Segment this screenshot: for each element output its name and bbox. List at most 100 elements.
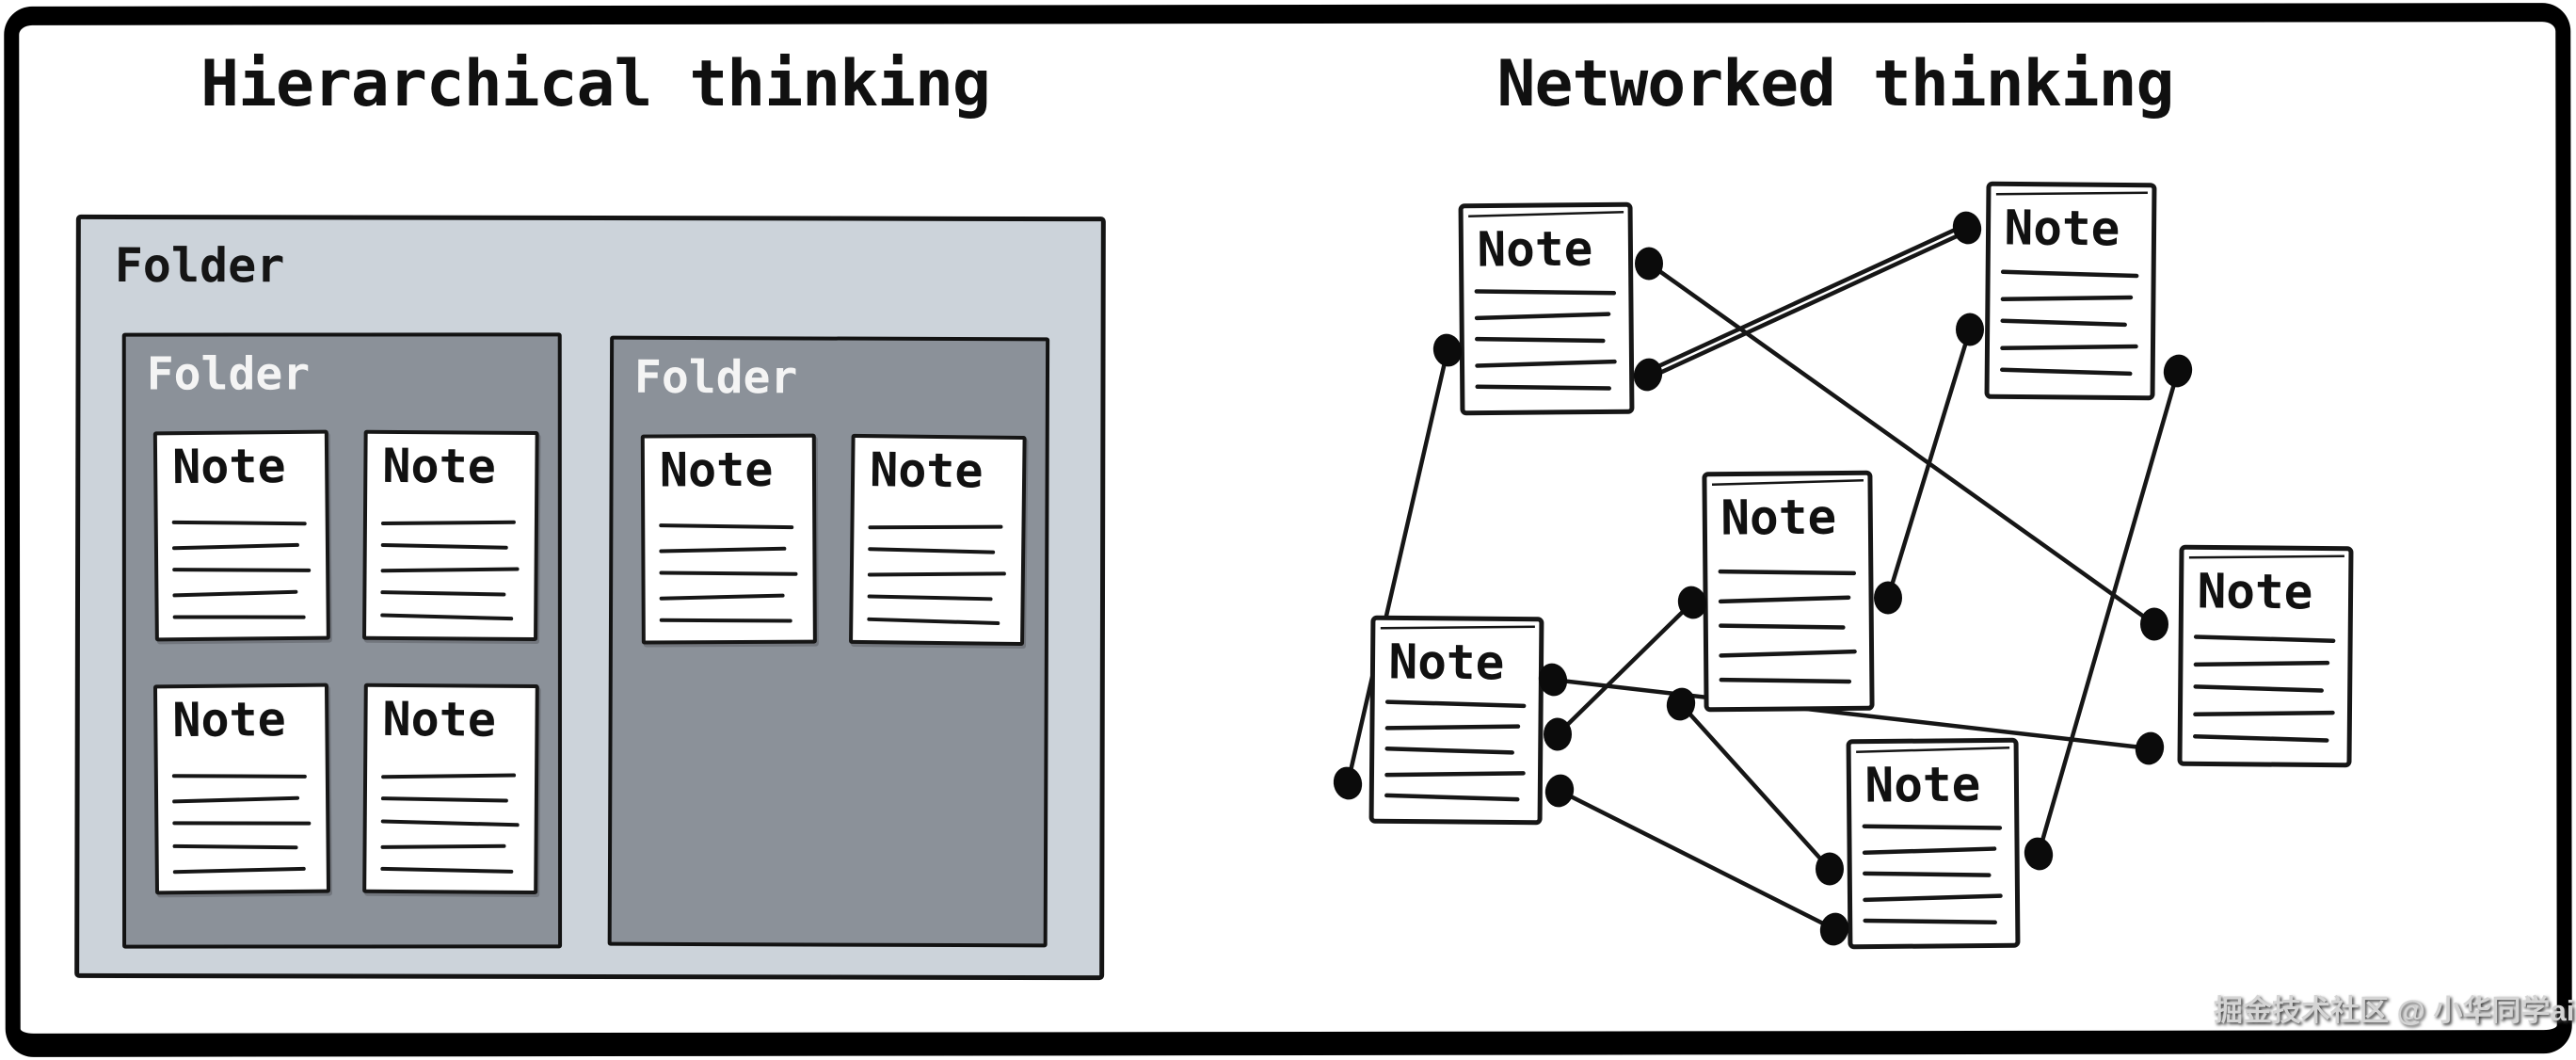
link-line bbox=[1345, 347, 1450, 786]
sketch-stroke bbox=[1711, 479, 1864, 486]
link-dot bbox=[1633, 358, 1663, 392]
note-rule-line bbox=[379, 590, 505, 597]
note-card: Note bbox=[640, 433, 817, 645]
link-line bbox=[2036, 368, 2181, 857]
note-rule-line bbox=[1475, 359, 1617, 368]
link-line bbox=[1647, 228, 1971, 380]
note-rule-line bbox=[380, 843, 506, 849]
note-title: Note bbox=[1477, 222, 1592, 279]
note-rule-line bbox=[380, 520, 516, 525]
note-rule-line bbox=[171, 589, 297, 598]
note-rule-line bbox=[1718, 595, 1851, 604]
note-rule-line bbox=[2193, 634, 2336, 643]
note-title: Note bbox=[381, 438, 496, 494]
note-rule-line bbox=[1719, 649, 1857, 658]
link-line bbox=[1555, 600, 1695, 737]
note-title: Note bbox=[2197, 564, 2312, 620]
note-rule-line bbox=[172, 843, 298, 850]
note-rule-line bbox=[171, 520, 307, 526]
note-rule-line bbox=[380, 542, 508, 550]
note-rule-line bbox=[1862, 824, 2003, 830]
note-rule-line bbox=[2000, 295, 2134, 302]
link-line bbox=[1678, 701, 1832, 872]
note-card: Note bbox=[1702, 470, 1875, 713]
subfolder-right-label: Folder bbox=[633, 350, 798, 405]
sketch-stroke bbox=[1468, 211, 1624, 217]
note-rule-line bbox=[171, 774, 307, 779]
note-rule-line bbox=[172, 866, 306, 875]
note-rule-line bbox=[379, 613, 513, 621]
note-rule-line bbox=[380, 567, 520, 573]
note-title: Note bbox=[1720, 490, 1836, 547]
note-rule-line bbox=[1863, 871, 1992, 877]
link-dot bbox=[1816, 852, 1844, 886]
watermark: 掘金技术社区 @ 小华同学ai bbox=[2214, 994, 2575, 1027]
subfolder-right-notes: Note Note bbox=[612, 433, 1046, 944]
link-dot bbox=[2135, 731, 2165, 765]
link-dot bbox=[1635, 247, 1663, 281]
note-rule-line bbox=[1863, 893, 2003, 903]
note-rule-line bbox=[1474, 289, 1617, 296]
right-panel-title: Networked thinking bbox=[1496, 47, 2175, 121]
link-line bbox=[1550, 677, 2152, 751]
note-paper bbox=[1984, 181, 2157, 401]
note-title: Note bbox=[381, 691, 496, 747]
note-title: Note bbox=[1864, 758, 1980, 814]
note-card: Note bbox=[361, 683, 539, 895]
note-rule-line bbox=[1384, 793, 1520, 802]
note-card: Note bbox=[1984, 181, 2157, 401]
note-rule-line bbox=[171, 795, 299, 804]
note-rule-line bbox=[658, 546, 786, 554]
note-paper bbox=[2177, 544, 2354, 768]
link-dot bbox=[1538, 663, 1568, 697]
note-rule-line bbox=[380, 819, 520, 827]
note-rule-line bbox=[867, 594, 993, 602]
note-title: Note bbox=[171, 439, 286, 495]
note-title: Note bbox=[2004, 201, 2120, 257]
note-rule-line bbox=[1718, 569, 1857, 576]
note-rule-line bbox=[1384, 771, 1526, 778]
link-dot bbox=[2163, 354, 2193, 388]
note-rule-line bbox=[658, 570, 798, 576]
note-rule-line bbox=[172, 615, 306, 619]
note-rule-line bbox=[2000, 344, 2138, 351]
note-rule-line bbox=[659, 593, 785, 601]
link-line bbox=[1646, 261, 2157, 627]
note-rule-line bbox=[1863, 918, 1997, 925]
note-rule-line bbox=[2193, 734, 2329, 743]
note-paper bbox=[1368, 615, 1544, 826]
sketch-stroke bbox=[1380, 625, 1535, 630]
sketch-stroke bbox=[2188, 554, 2344, 559]
link-dot bbox=[1432, 333, 1463, 367]
subfolder-right: Folder Note Note bbox=[607, 335, 1050, 948]
link-dot bbox=[1666, 687, 1696, 721]
note-title: Note bbox=[869, 442, 984, 499]
left-panel-title: Hierarchical thinking bbox=[200, 47, 991, 121]
note-rule-line bbox=[1475, 384, 1611, 391]
note-rule-line bbox=[658, 523, 793, 530]
note-rule-line bbox=[2193, 660, 2330, 667]
note-rule-line bbox=[171, 542, 299, 551]
note-rule-line bbox=[380, 773, 516, 779]
link-dot bbox=[1874, 581, 1902, 615]
note-rule-line bbox=[866, 617, 1000, 626]
link-dot bbox=[2024, 837, 2054, 871]
note-title: Note bbox=[1388, 634, 1504, 691]
note-rule-line bbox=[1862, 846, 1997, 856]
note-rule-line bbox=[1384, 699, 1527, 709]
subfolder-left-label: Folder bbox=[146, 347, 311, 401]
note-card: Note bbox=[152, 429, 330, 642]
note-rule-line bbox=[2000, 367, 2133, 377]
note-card: Note bbox=[1458, 201, 1635, 416]
note-rule-line bbox=[2193, 684, 2324, 693]
note-rule-line bbox=[867, 571, 1006, 577]
note-rule-line bbox=[659, 618, 792, 623]
note-card: Note bbox=[1368, 615, 1544, 826]
note-card: Note bbox=[848, 433, 1027, 647]
note-card: Note bbox=[152, 683, 330, 895]
note-card: Note bbox=[361, 429, 539, 642]
